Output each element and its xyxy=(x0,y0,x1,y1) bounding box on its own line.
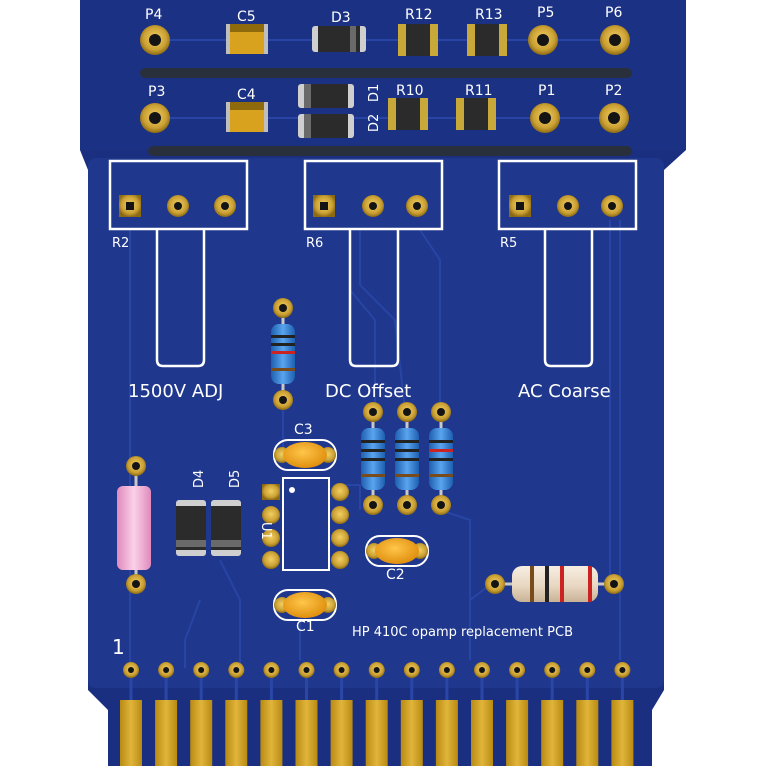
pad-P5 xyxy=(528,25,558,55)
label-R6: R6 xyxy=(306,236,323,251)
trimpot-R5-pads xyxy=(509,195,623,217)
label-D5: D5 xyxy=(228,470,243,488)
label-P4: P4 xyxy=(145,7,162,23)
silkscreen-labels: P4 C5 D3 R12 R13 P5 P6 P3 C4 R10 R11 P1 … xyxy=(112,5,622,659)
edge-finger-14 xyxy=(576,662,599,766)
label-C4: C4 xyxy=(237,87,256,103)
label-D2: D2 xyxy=(367,114,382,132)
caption-ac-coarse: AC Coarse xyxy=(518,381,611,402)
pad-P2 xyxy=(599,103,629,133)
edge-finger-11 xyxy=(471,662,493,766)
label-C3: C3 xyxy=(294,422,313,438)
resistor-axial-blue-4 xyxy=(429,402,453,515)
edge-finger-9 xyxy=(400,662,423,766)
capacitor-C2 xyxy=(365,535,429,567)
label-R5: R5 xyxy=(500,236,517,251)
edge-finger-6 xyxy=(295,662,318,766)
trimpot-R2 xyxy=(108,159,249,368)
pad-P6 xyxy=(600,25,630,55)
edge-finger-3 xyxy=(190,662,213,766)
label-P2: P2 xyxy=(605,83,622,99)
capacitor-C5 xyxy=(226,24,268,54)
resistor-axial-beige xyxy=(485,566,624,602)
resistor-axial-pink xyxy=(117,456,151,594)
edge-finger-8 xyxy=(365,662,388,766)
resistor-R12 xyxy=(398,24,438,56)
capacitor-C1 xyxy=(273,589,337,621)
caption-1500v-adj: 1500V ADJ xyxy=(128,381,223,402)
label-P1: P1 xyxy=(538,83,555,99)
pad-P1 xyxy=(530,103,560,133)
label-C5: C5 xyxy=(237,9,256,25)
label-U1: U1 xyxy=(258,522,273,540)
ic-U1 xyxy=(262,477,349,571)
resistor-axial-blue-2 xyxy=(361,402,385,515)
trimpot-R2-pads xyxy=(119,195,236,217)
edge-finger-5 xyxy=(260,662,283,766)
capacitor-C4 xyxy=(226,102,268,132)
board-slot-top xyxy=(140,68,632,78)
trimpot-R5 xyxy=(497,159,638,368)
diode-D5 xyxy=(211,500,241,556)
label-R2: R2 xyxy=(112,236,129,251)
board-copper-pour xyxy=(88,158,664,688)
edge-finger-7 xyxy=(330,662,353,766)
edge-finger-15 xyxy=(611,662,634,766)
edge-finger-13 xyxy=(541,662,564,766)
diode-D4 xyxy=(176,500,206,556)
label-D4: D4 xyxy=(192,470,207,488)
trimpot-R6-pads xyxy=(313,195,428,217)
diode-D2 xyxy=(298,114,354,138)
edge-finger-1 xyxy=(120,662,142,766)
label-R12: R12 xyxy=(405,7,433,23)
label-D3: D3 xyxy=(331,10,351,26)
pad-P3 xyxy=(140,103,170,133)
pad-P4 xyxy=(140,25,170,55)
edge-finger-10 xyxy=(435,662,458,766)
edge-finger-4 xyxy=(225,662,248,766)
pin-one-marker: 1 xyxy=(112,635,125,659)
diode-D1 xyxy=(298,84,354,108)
diode-D3 xyxy=(312,26,366,52)
edge-connector xyxy=(120,662,634,766)
label-D1: D1 xyxy=(367,84,382,102)
label-P6: P6 xyxy=(605,5,622,21)
label-C1: C1 xyxy=(296,619,315,635)
caption-dc-offset: DC Offset xyxy=(325,381,411,402)
label-P3: P3 xyxy=(148,84,165,100)
label-P5: P5 xyxy=(537,5,554,21)
board-slot-bottom xyxy=(148,146,632,156)
board-title: HP 410C opamp replacement PCB xyxy=(352,625,573,640)
resistor-axial-blue-3 xyxy=(395,402,419,515)
label-R13: R13 xyxy=(475,7,503,23)
label-C2: C2 xyxy=(386,567,405,583)
resistor-axial-blue-1 xyxy=(271,298,295,410)
capacitor-C3 xyxy=(273,439,337,471)
edge-finger-12 xyxy=(506,662,529,766)
resistor-R11 xyxy=(456,98,496,130)
resistor-R13 xyxy=(467,24,507,56)
label-R10: R10 xyxy=(396,83,424,99)
resistor-R10 xyxy=(388,98,428,130)
edge-finger-2 xyxy=(155,662,178,766)
trimpot-R6 xyxy=(303,159,444,368)
label-R11: R11 xyxy=(465,83,493,99)
